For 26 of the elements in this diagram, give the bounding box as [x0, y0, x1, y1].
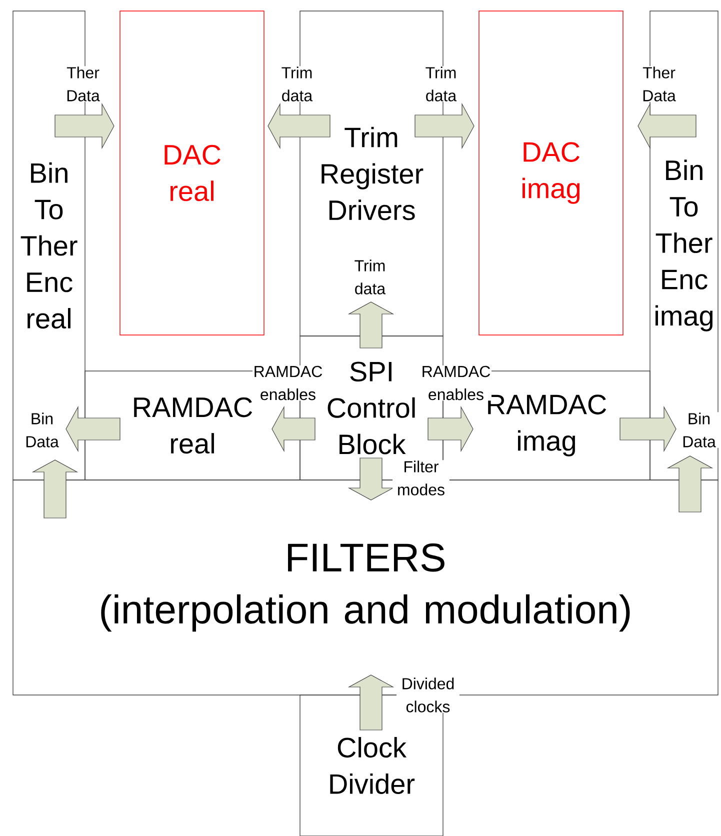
block-arrow: [414, 102, 474, 150]
block-arrow: [32, 460, 78, 518]
edge-label: Trim data: [276, 66, 318, 102]
block-box: DAC imag: [478, 10, 624, 336]
edge-label: Ther Data: [638, 66, 680, 102]
edge-label: Bin Data: [22, 412, 62, 448]
edge-label: Trim data: [420, 66, 462, 102]
block-arrow: [348, 458, 394, 500]
block-box: DAC real: [120, 10, 264, 336]
block-arrow: [348, 674, 394, 730]
block-arrow: [638, 102, 696, 150]
block-arrow: [272, 406, 316, 452]
block-arrow: [54, 102, 114, 150]
edge-label: Trim data: [348, 259, 392, 295]
block-arrow: [666, 456, 714, 512]
block-arrow: [428, 406, 474, 452]
edge-label: RAMDAC enables: [252, 365, 324, 401]
block-arrow: [268, 102, 330, 150]
block-arrow: [620, 406, 676, 452]
block-arrow: [66, 406, 120, 452]
edge-label: RAMDAC enables: [420, 365, 492, 401]
edge-label: Filter modes: [392, 460, 450, 496]
block-arrow: [348, 302, 394, 348]
edge-label: Divided clocks: [396, 677, 460, 713]
edge-label: Ther Data: [62, 66, 104, 102]
edge-label: Bin Data: [678, 412, 720, 448]
